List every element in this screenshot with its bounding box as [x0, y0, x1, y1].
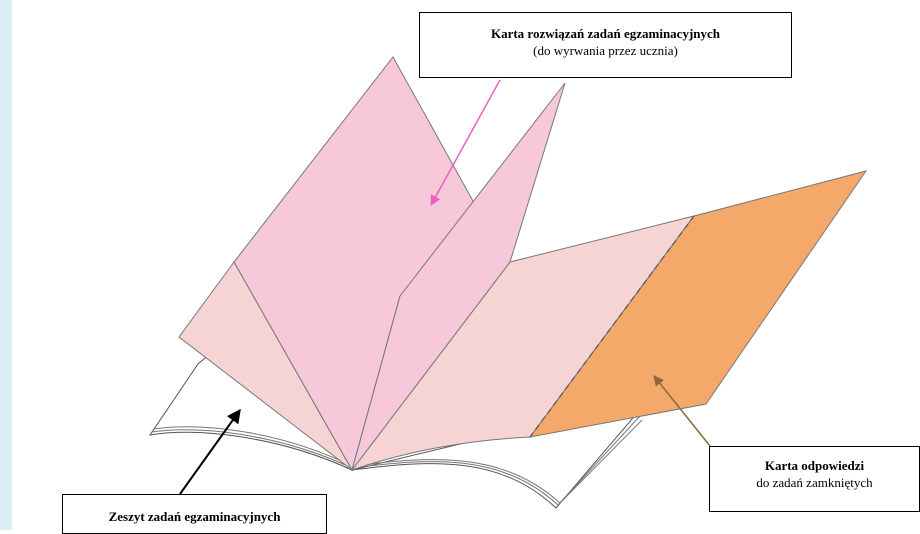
callout-karta-rozwiazan: Karta rozwiązań zadań egzaminacyjnych (d… [419, 12, 792, 78]
fold-panel-front [351, 82, 566, 471]
left-edge-strip [0, 0, 12, 530]
callout-zeszyt-title: Zeszyt zadań egzaminacyjnych [108, 509, 281, 524]
callout-karta-odpowiedzi: Karta odpowiedzi do zadań zamkniętych [709, 446, 920, 512]
exam-booklet [148, 321, 643, 509]
brown-arrow [653, 375, 711, 447]
pink-arrow [430, 79, 501, 206]
booklet-right-page [351, 411, 640, 509]
callout-zeszyt: Zeszyt zadań egzaminacyjnych [62, 494, 327, 534]
answer-sheet-spread [178, 215, 696, 472]
black-arrow [179, 408, 241, 495]
callout-karta-odpowiedzi-subtitle: do zadań zamkniętych [756, 475, 873, 490]
callout-karta-odpowiedzi-title: Karta odpowiedzi [764, 458, 865, 473]
callout-karta-rozwiazan-title: Karta rozwiązań zadań egzaminacyjnych [490, 26, 721, 41]
solution-card-folds [233, 56, 566, 472]
callout-karta-rozwiazan-subtitle: (do wyrwania przez ucznia) [533, 43, 678, 58]
perforation-line [529, 215, 695, 438]
